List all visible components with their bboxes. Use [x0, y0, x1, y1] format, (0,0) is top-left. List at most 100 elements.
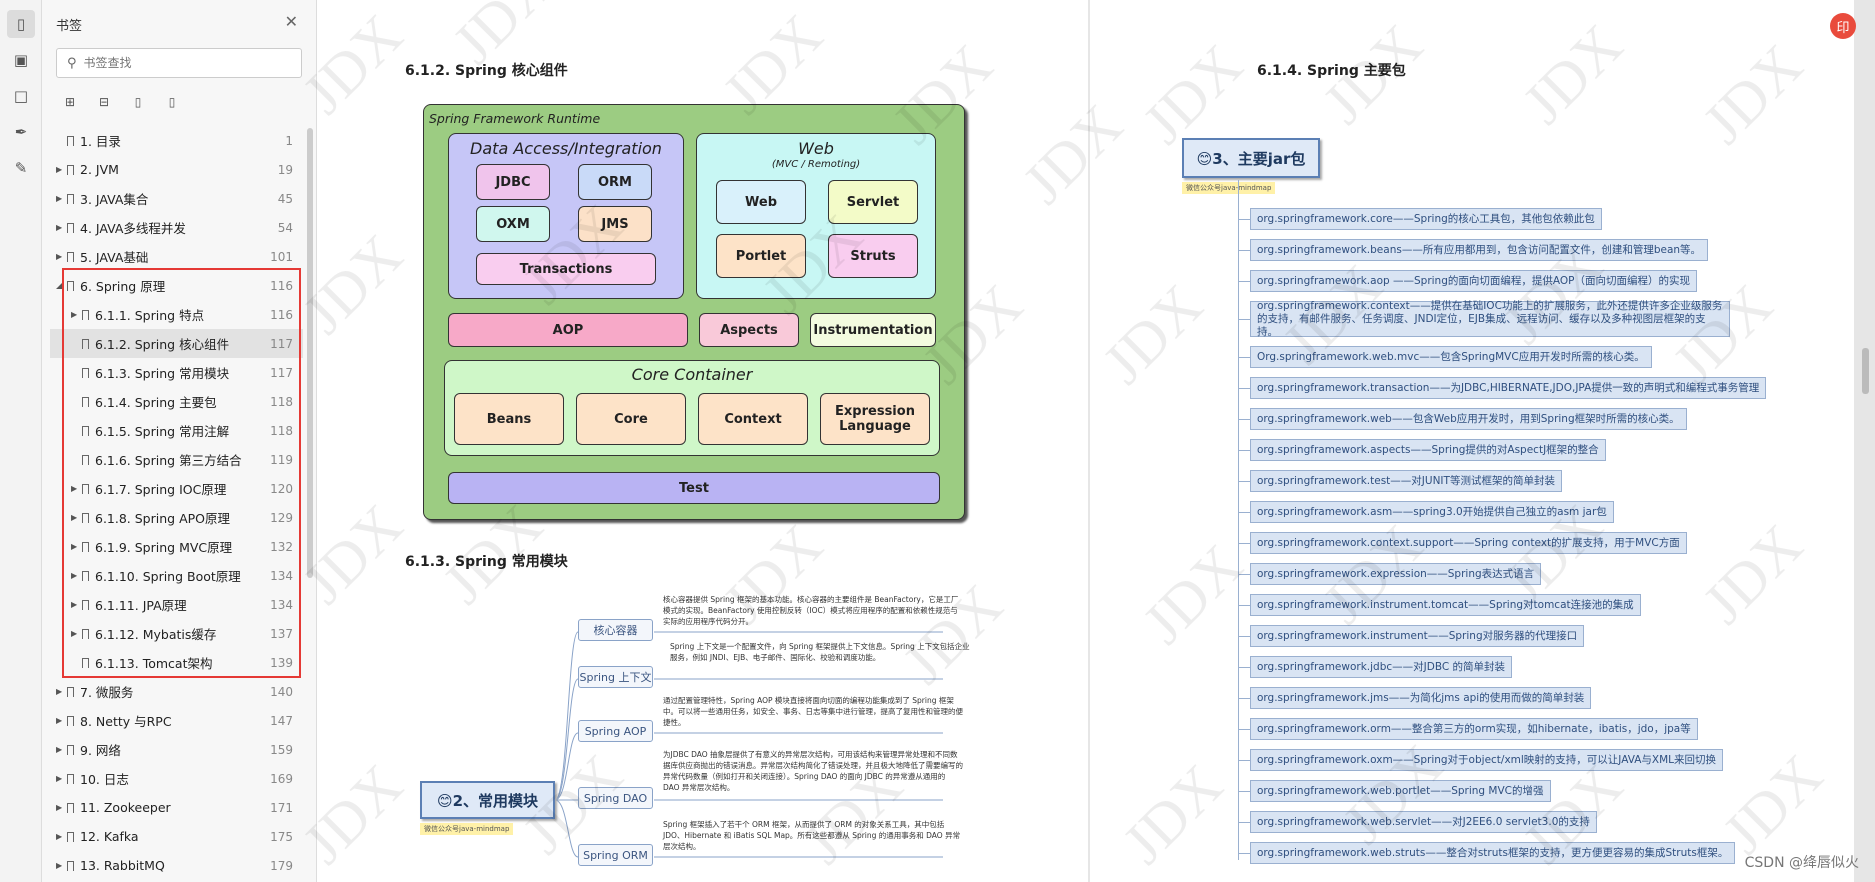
toc-page-number: 117	[270, 365, 293, 380]
expand-arrow-icon[interactable]: ▶	[56, 165, 63, 174]
expand-arrow-icon[interactable]: ▶	[56, 716, 63, 725]
toc-page-number: 134	[270, 568, 293, 583]
bookmark-search[interactable]: ⚲	[56, 48, 302, 78]
jar-item: org.springframework.web.portlet——Spring …	[1250, 780, 1551, 802]
jar-connector-line	[1238, 543, 1250, 544]
jar-item: org.springframework.instrument——Spring对服…	[1250, 625, 1585, 647]
expand-arrow-icon[interactable]: ▶	[56, 832, 63, 841]
jar-connector-line	[1238, 729, 1250, 730]
modules-root-node: 😊2、常用模块	[420, 781, 555, 819]
collapse-all-icon[interactable]: ⊟	[98, 95, 110, 109]
jar-item: org.springframework.jdbc——对JDBC 的简单封装	[1250, 656, 1513, 678]
page-right: 6.1.4. Spring 主要包 😊3、主要jar包 微信公众号java-mi…	[1090, 0, 1854, 882]
toc-label: 6.1.7. Spring IOC原理	[95, 482, 227, 497]
attachment-icon[interactable]: ✒	[14, 123, 28, 141]
bookmark-icon	[82, 338, 89, 349]
comment-icon[interactable]: □	[13, 87, 29, 105]
struts-box: Struts	[828, 234, 918, 278]
toc-page-number: 129	[270, 510, 293, 525]
bookmark-icon[interactable]: ▯	[168, 95, 176, 109]
jdbc-box: JDBC	[476, 164, 550, 200]
bookmark-icon	[67, 135, 74, 146]
jar-connector-line	[1238, 219, 1250, 220]
expand-arrow-icon[interactable]: ▶	[71, 542, 78, 551]
expand-arrow-icon[interactable]: ▶	[56, 774, 63, 783]
jar-item: org.springframework.expression——Spring表达…	[1250, 563, 1542, 585]
jar-connector-line	[1238, 388, 1250, 389]
expand-arrow-icon[interactable]: ▶	[56, 745, 63, 754]
jar-connector-line	[1238, 605, 1250, 606]
toc-page-number: 175	[270, 829, 293, 844]
translate-button[interactable]: 印	[1830, 13, 1856, 39]
expand-arrow-icon[interactable]: ▶	[56, 223, 63, 232]
bookmark-icon	[67, 773, 74, 784]
portlet-box: Portlet	[716, 234, 806, 278]
toc-label: 6.1.5. Spring 常用注解	[95, 424, 230, 439]
core-box: Core	[576, 393, 686, 445]
jar-connector-line	[1238, 419, 1250, 420]
module-node: Spring DAO	[578, 787, 653, 809]
expand-all-icon[interactable]: ⊞	[64, 95, 76, 109]
expand-arrow-icon[interactable]: ▶	[56, 194, 63, 203]
jar-item: org.springframework.oxm——Spring对于object/…	[1250, 749, 1724, 771]
expand-arrow-icon[interactable]: ▶	[71, 513, 78, 522]
toc-page-number: 159	[270, 742, 293, 757]
expand-arrow-icon[interactable]: ▶	[56, 861, 63, 870]
bookmark-icon	[67, 251, 74, 262]
expand-arrow-icon[interactable]: ▶	[71, 484, 78, 493]
jar-connector-line	[1238, 281, 1250, 282]
web-group: Web (MVC / Remoting) Web Servlet Portlet…	[696, 133, 936, 299]
bookmark-panel-icon[interactable]: ▯	[7, 10, 35, 38]
expand-arrow-icon[interactable]: ▶	[56, 687, 63, 696]
add-bookmark-icon[interactable]: ▯	[134, 95, 142, 109]
modules-mindmap-lines	[554, 631, 943, 858]
sidebar-scrollbar[interactable]	[307, 128, 313, 578]
expand-arrow-icon[interactable]: ▶	[71, 310, 78, 319]
expand-arrow-icon[interactable]: ▶	[56, 803, 63, 812]
csdn-credit: CSDN @绛唇似火	[1744, 855, 1859, 871]
close-icon[interactable]: ✕	[284, 12, 298, 31]
expand-arrow-icon[interactable]: ▶	[71, 571, 78, 580]
jar-connector-line	[1238, 250, 1250, 251]
expand-arrow-icon[interactable]: ▶	[71, 629, 78, 638]
collapse-arrow-icon[interactable]: ◢	[56, 281, 63, 290]
jar-connector-line	[1238, 791, 1250, 792]
bookmark-icon	[82, 367, 89, 378]
jar-item: org.springframework.jms——为简化jms api的使用而做…	[1250, 687, 1592, 709]
signature-icon[interactable]: ✎	[14, 159, 28, 177]
document-scrollbar[interactable]	[1862, 348, 1869, 394]
jar-connector-line	[1238, 357, 1250, 358]
jar-connector-line	[1238, 853, 1250, 854]
bookmark-search-input[interactable]	[83, 56, 284, 70]
jar-item: org.springframework.orm——整合第三方的orm实现，如hi…	[1250, 718, 1698, 740]
expand-arrow-icon[interactable]: ▶	[56, 252, 63, 261]
thumbnail-icon[interactable]: ▣	[13, 51, 29, 69]
expand-arrow-icon[interactable]: ▶	[71, 600, 78, 609]
